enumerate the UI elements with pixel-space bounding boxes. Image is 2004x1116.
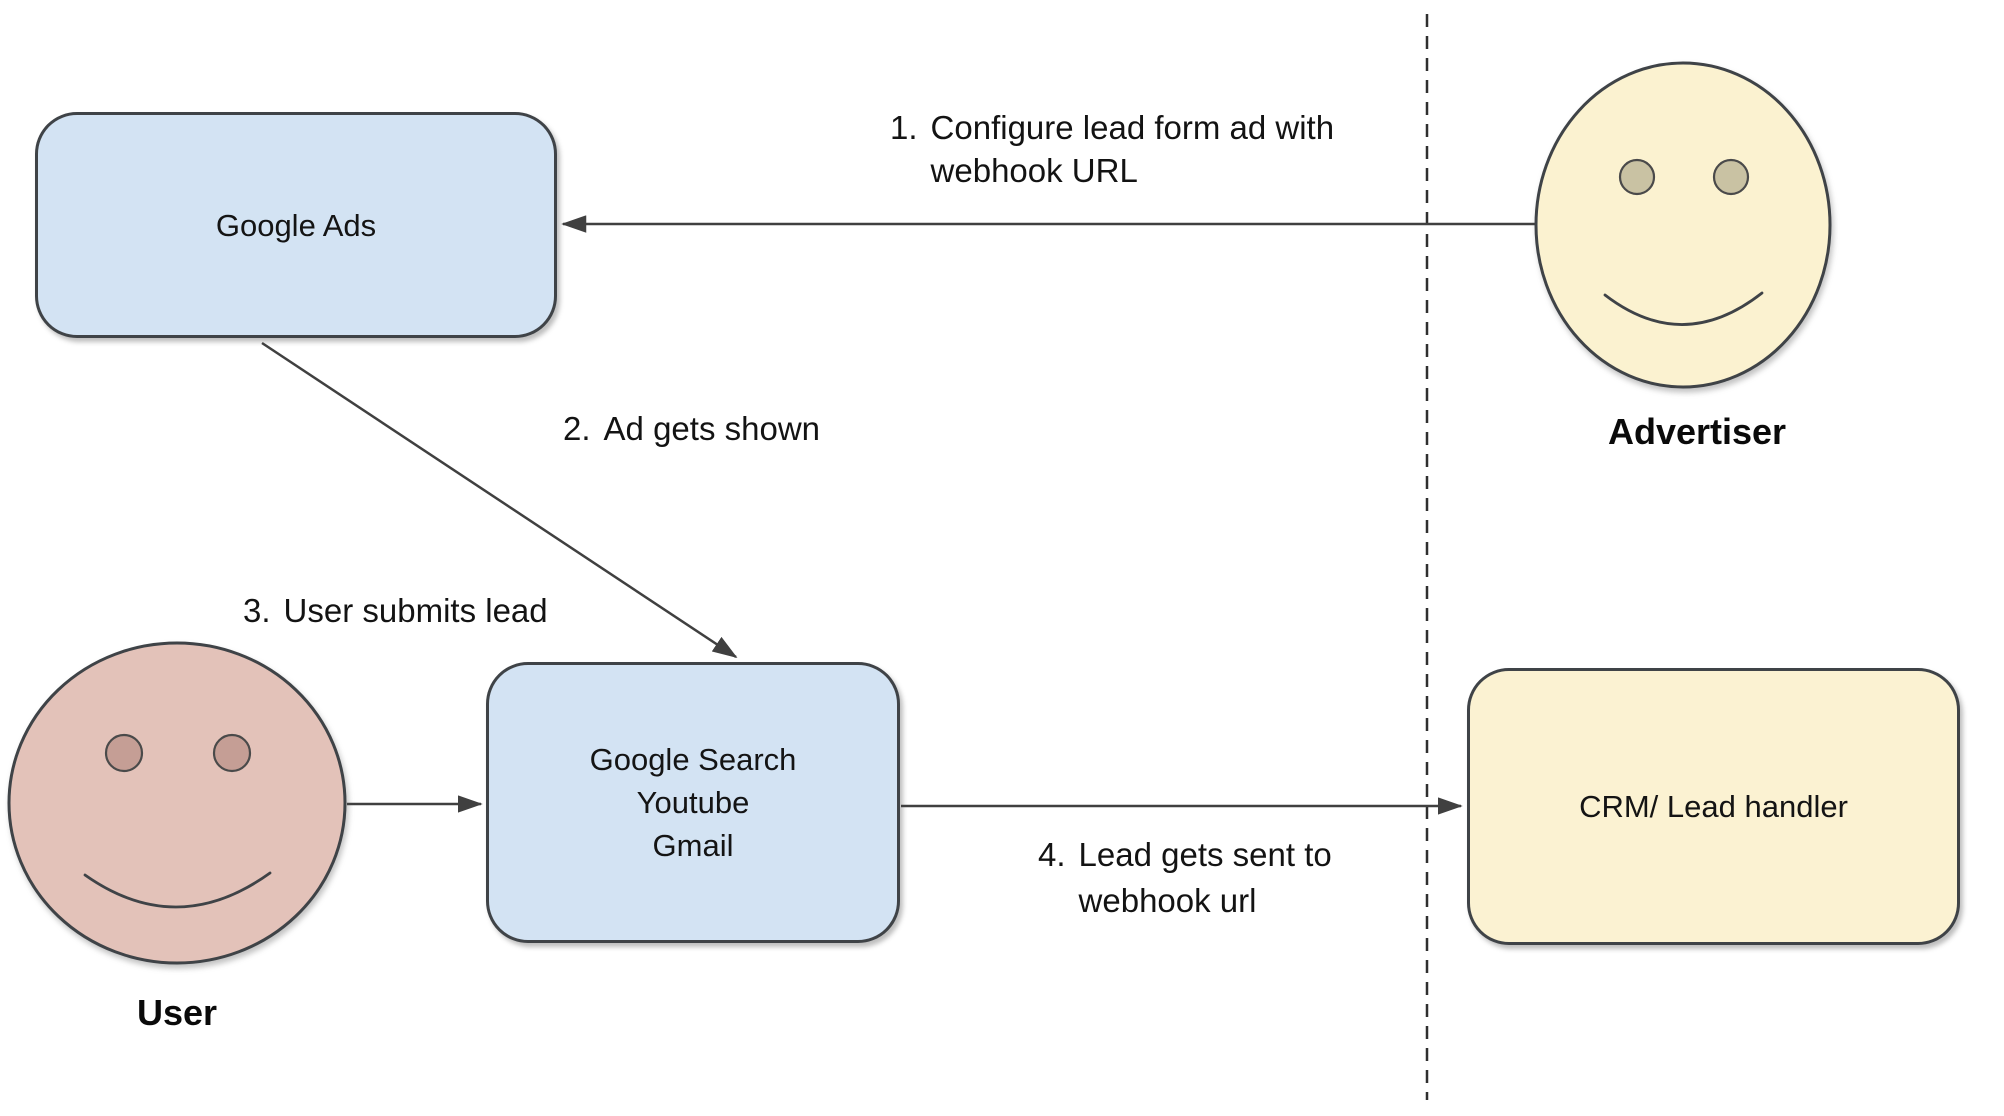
- advertiser-right-eye-icon: [1712, 158, 1750, 196]
- advertiser-face: [1534, 61, 1832, 389]
- advertiser-head: [1534, 61, 1832, 389]
- user-right-eye-icon: [212, 733, 252, 773]
- step-3-text: User submits lead: [283, 592, 548, 629]
- user-left-eye-icon: [104, 733, 144, 773]
- user-caption: User: [136, 992, 218, 1033]
- advertiser-caption: Advertiser: [1607, 411, 1787, 452]
- step-2-annotation: 2. Ad gets shown: [563, 407, 820, 450]
- node-google-properties: Google Search Youtube Gmail: [486, 662, 900, 943]
- step-4-number: 4.: [1038, 836, 1066, 873]
- node-google-properties-label: Google Search Youtube Gmail: [589, 742, 797, 863]
- arrow-ad-gets-shown: [261, 341, 738, 659]
- node-google-ads-label: Google Ads: [215, 207, 377, 243]
- user-head: [7, 641, 347, 965]
- advertiser-left-eye-icon: [1618, 158, 1656, 196]
- step-2-number: 2.: [563, 410, 591, 447]
- node-google-ads: Google Ads: [35, 112, 557, 338]
- step-4-annotation: 4. Lead gets sent to webhook url: [1038, 832, 1332, 924]
- user-smile-icon: [83, 871, 272, 909]
- user-face: [7, 641, 347, 965]
- step-3-annotation: 3. User submits lead: [243, 589, 548, 632]
- node-crm-lead-handler: CRM/ Lead handler: [1467, 668, 1960, 945]
- step-1-number: 1.: [890, 109, 918, 146]
- step-4-text: Lead gets sent to webhook url: [1078, 836, 1332, 919]
- step-1-text: Configure lead form ad with webhook URL: [930, 109, 1335, 189]
- advertiser-smile-icon: [1603, 291, 1764, 326]
- step-1-annotation: 1. Configure lead form ad with webhook U…: [890, 106, 1334, 192]
- node-crm-label: CRM/ Lead handler: [1579, 789, 1848, 824]
- step-3-number: 3.: [243, 592, 271, 629]
- step-2-text: Ad gets shown: [603, 410, 820, 447]
